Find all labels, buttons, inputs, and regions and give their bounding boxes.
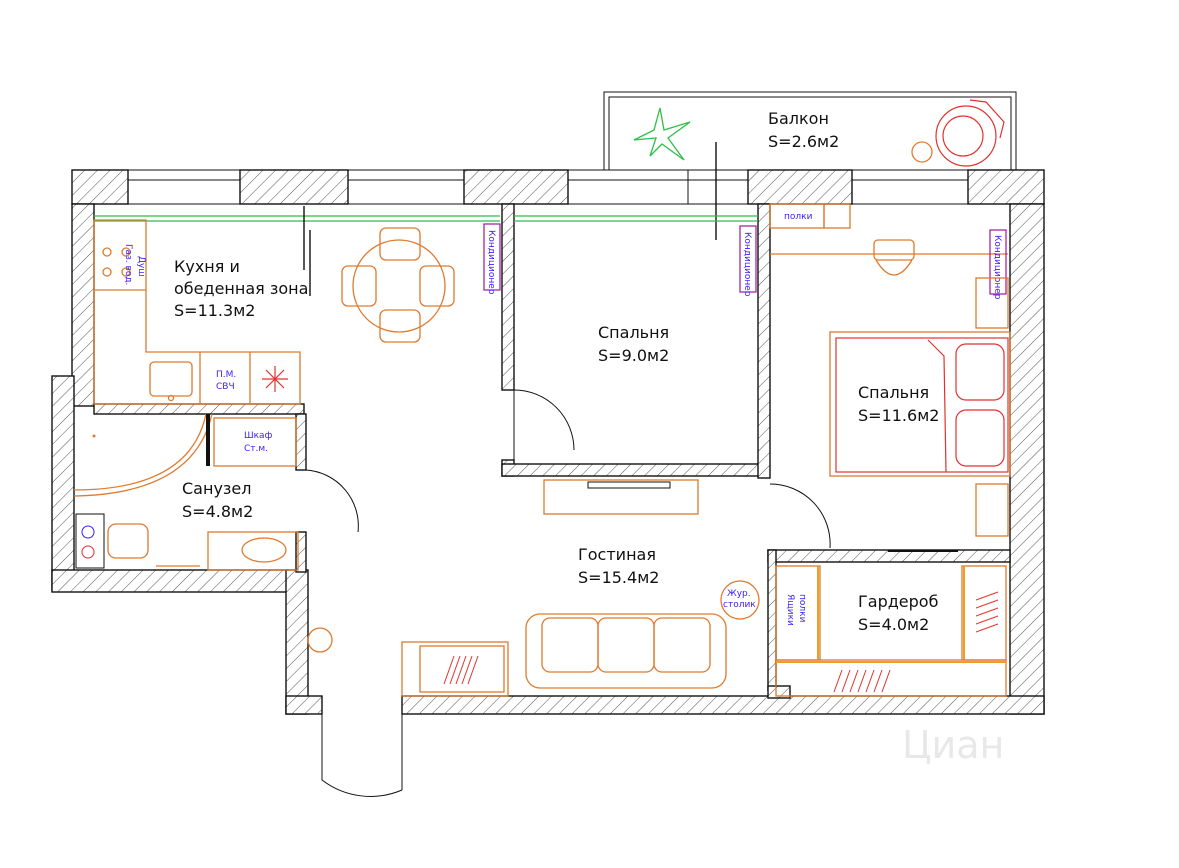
pillow-icon — [955, 343, 1005, 401]
kitchen-name-2: обеденная зона — [174, 279, 308, 298]
balcony-area: S=2.6м2 — [768, 132, 839, 151]
tv-stand — [543, 479, 699, 515]
wardrobe-name: Гардероб — [858, 592, 938, 611]
gas-boiler-label: Газ. вод. — [123, 244, 133, 285]
shelves-label: полки — [784, 212, 813, 222]
coffee-table-label-2: столик — [723, 600, 756, 610]
air-conditioner — [739, 225, 757, 293]
toilet-icon — [107, 523, 149, 559]
bedroom-small-name: Спальня — [598, 323, 669, 342]
bedroom-large: полки Кондиционер Спальня S=11.6м2 — [769, 203, 1011, 552]
window — [851, 169, 969, 205]
coffee-table-label: Жур. — [727, 589, 751, 599]
microwave-label: СВЧ — [216, 382, 235, 392]
bedroom-small: Кондиционер Спальня S=9.0м2 — [513, 225, 757, 460]
kitchen: Газ. вод. Душ П.М. СВЧ Кондиционер Кухня… — [93, 206, 501, 405]
drawers-label: Ящики — [785, 594, 795, 626]
watermark: Циан — [902, 723, 1004, 767]
stove-icon — [102, 247, 131, 277]
bathroom: Шкаф Ст.м. Санузел S=4.8м2 — [73, 413, 359, 571]
sink-icon — [149, 361, 193, 397]
fridge-snowflake-icon — [262, 366, 288, 392]
window — [347, 169, 465, 205]
window — [127, 169, 241, 205]
entrance-door — [321, 698, 403, 797]
balcony: Балкон S=2.6м2 — [603, 91, 1017, 171]
washer-label: Ст.м. — [244, 444, 268, 454]
armchair-icon — [911, 99, 1005, 167]
shower-label: Душ — [136, 256, 146, 277]
walls — [51, 142, 1045, 715]
curtain-rails — [94, 215, 758, 222]
air-conditioner — [483, 223, 501, 291]
air-conditioner — [989, 229, 1007, 295]
plant-icon — [633, 107, 691, 161]
coffee-table — [720, 580, 760, 620]
wardrobe: Ящики полки Гардероб S=4.0м2 — [775, 565, 1007, 697]
conditioner-label-1: Кондиционер — [486, 230, 496, 295]
bedroom-large-area: S=11.6м2 — [858, 406, 939, 425]
dining-table — [341, 227, 455, 343]
bathroom-name: Санузел — [182, 479, 251, 498]
bathroom-area: S=4.8м2 — [182, 502, 253, 521]
kitchen-area: S=11.3м2 — [174, 301, 255, 320]
wardrobe-area: S=4.0м2 — [858, 615, 929, 634]
pillow-icon — [955, 409, 1005, 467]
bathtub — [73, 413, 207, 491]
floor-lamp — [307, 627, 333, 653]
drawers-label-2: полки — [797, 594, 807, 623]
living-name: Гостиная — [578, 545, 656, 564]
kitchen-name: Кухня и — [174, 257, 240, 276]
kitchen-counter — [93, 219, 301, 405]
living-area: S=15.4м2 — [578, 568, 659, 587]
cabinet — [213, 417, 297, 467]
conditioner-label-3: Кондиционер — [992, 235, 1002, 300]
bedroom-large-name: Спальня — [858, 383, 929, 402]
balcony-name: Балкон — [768, 109, 829, 128]
living-room: Жур. столик Гостиная S=15.4м2 — [307, 479, 760, 797]
balcony-door — [567, 169, 749, 205]
balcony-outline — [603, 91, 1017, 171]
sofa — [525, 613, 727, 689]
sink-icon — [241, 537, 287, 563]
conditioner-label-2: Кондиционер — [742, 232, 752, 297]
dishwasher-label: П.М. — [216, 370, 236, 380]
bedroom-small-area: S=9.0м2 — [598, 346, 669, 365]
cabinet-label: Шкаф — [244, 431, 273, 441]
bed — [829, 331, 1011, 477]
